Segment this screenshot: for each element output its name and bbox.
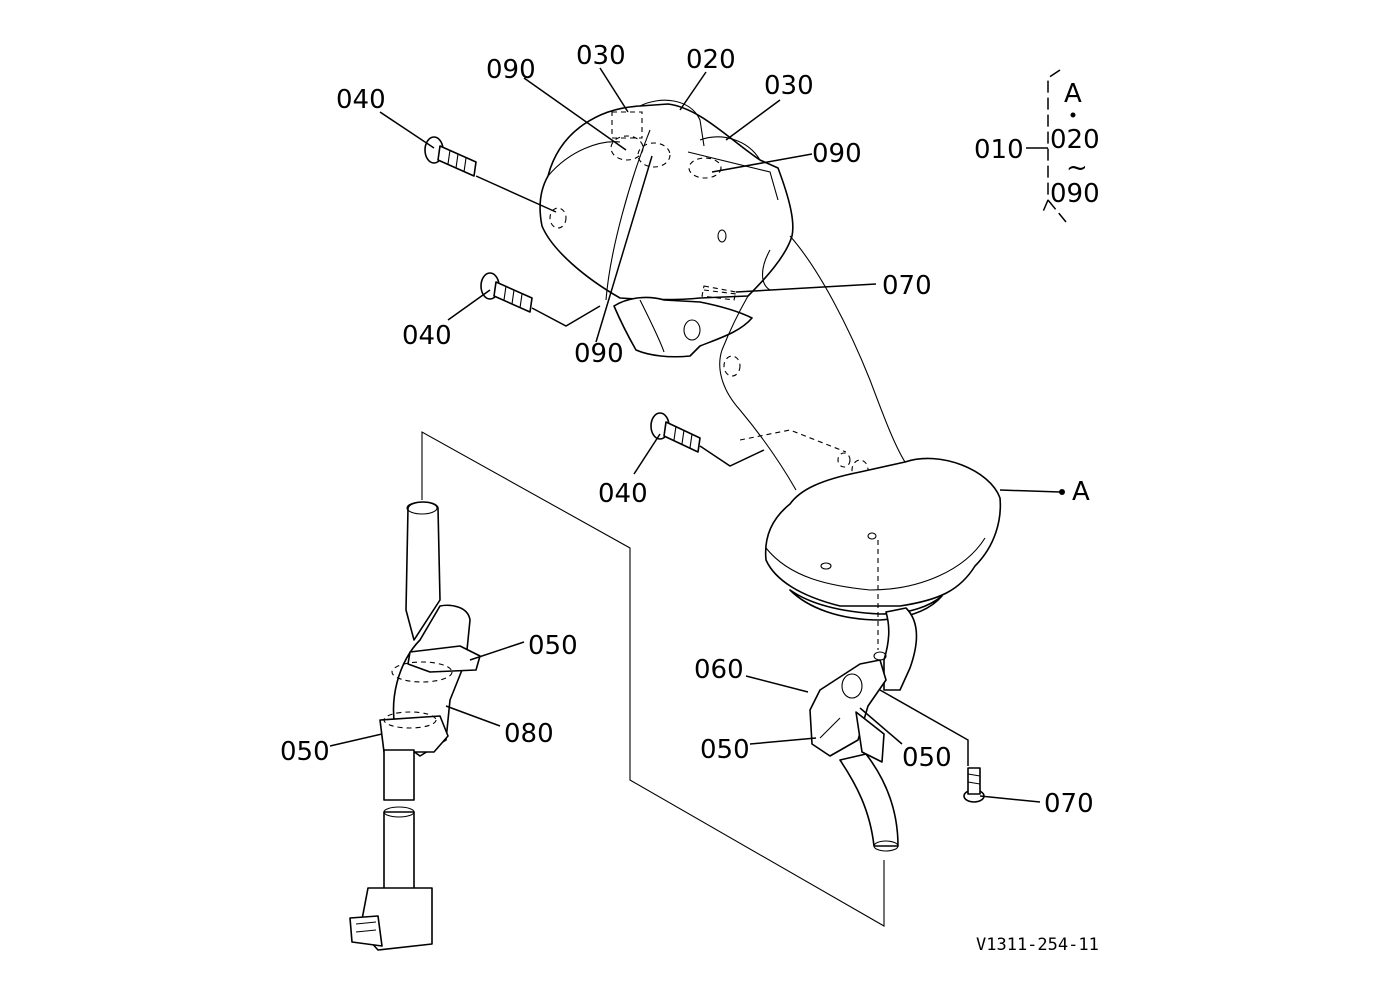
- screw-070-grip: [701, 285, 737, 301]
- grip-base: [764, 457, 1002, 650]
- ref-a-bullet: [1059, 489, 1065, 495]
- legend-range-tilde: ~: [1066, 153, 1088, 183]
- cable-routing: [421, 431, 885, 927]
- screw-040-top: [424, 136, 477, 177]
- callout-050-left-lower: 050: [280, 737, 330, 767]
- callout-090-right: 090: [812, 139, 862, 169]
- callout-a: A: [1072, 477, 1090, 507]
- callout-050-right-right: 050: [902, 743, 952, 773]
- callout-070-base: 070: [1044, 789, 1094, 819]
- legend-bracket: [1041, 69, 1076, 223]
- left-harness: [349, 501, 481, 951]
- legend: 010 A 020 ~ 090: [974, 79, 1100, 209]
- callout-030-top-left: 030: [576, 41, 626, 71]
- legend-ref-a: A: [1064, 79, 1082, 109]
- callout-060: 060: [694, 655, 744, 685]
- callout-040-low: 040: [598, 479, 648, 509]
- legend-range-end: 090: [1050, 179, 1100, 209]
- callout-040-mid: 040: [402, 321, 452, 351]
- callout-050-left-upper: 050: [528, 631, 578, 661]
- screw-040-mid: [480, 272, 533, 313]
- legend-assembly-number: 010: [974, 135, 1024, 165]
- callout-020: 020: [686, 45, 736, 75]
- callout-050-right-left: 050: [700, 735, 750, 765]
- leader-lines: [329, 67, 1061, 803]
- callout-labels: 030 020 030 090 090 090 040 040 040 070 …: [280, 41, 1094, 819]
- callout-040-top: 040: [336, 85, 386, 115]
- screw-040-low: [650, 412, 701, 453]
- grip-head: [539, 99, 794, 377]
- grip-handle: [719, 235, 906, 491]
- screw-070-base: [963, 767, 985, 803]
- right-harness: [809, 607, 918, 852]
- callout-030-top-right: 030: [764, 71, 814, 101]
- callout-080: 080: [504, 719, 554, 749]
- legend-range-start: 020: [1050, 125, 1100, 155]
- drawing-code: V1311-254-11: [976, 935, 1099, 955]
- callout-090-bottom: 090: [574, 339, 624, 369]
- callout-090-top: 090: [486, 55, 536, 85]
- callout-070-grip: 070: [882, 271, 932, 301]
